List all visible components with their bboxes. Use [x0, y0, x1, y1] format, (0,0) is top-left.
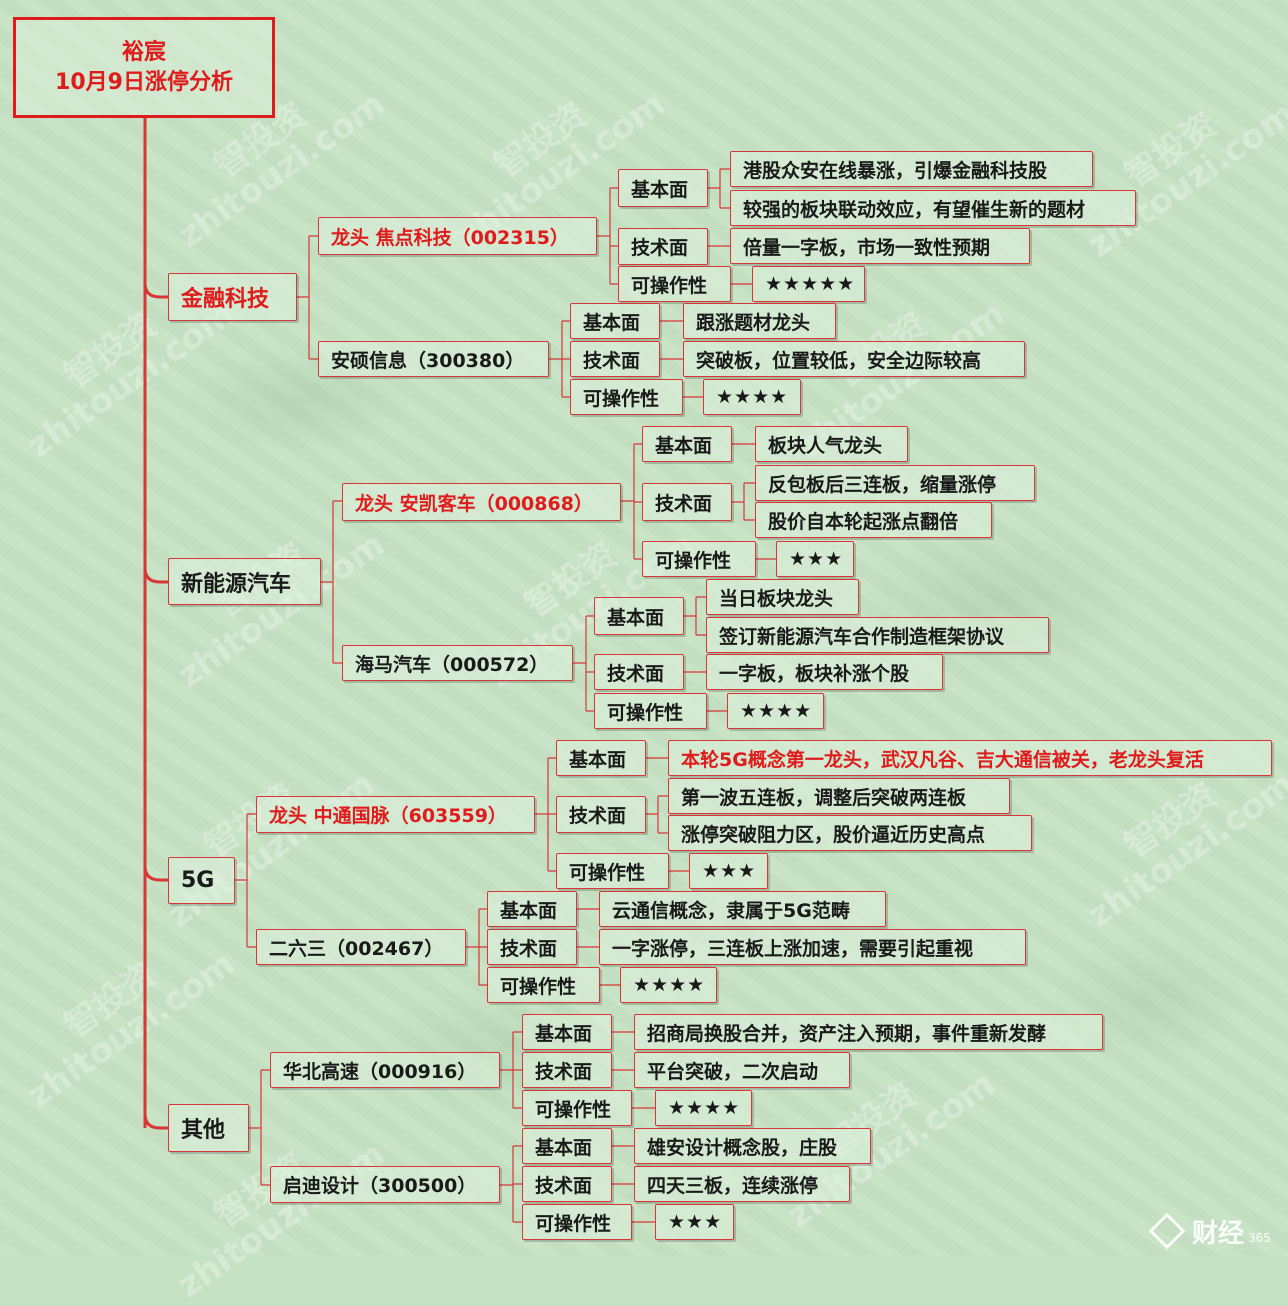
- label-technical: 技术面: [618, 228, 708, 265]
- title-line1: 裕宸: [121, 39, 166, 65]
- label-fundamental: 基本面: [642, 426, 732, 462]
- label-fundamental: 基本面: [487, 891, 577, 927]
- detail-text: 四天三板，连续涨停: [634, 1166, 850, 1202]
- detail-text: 反包板后三连板，缩量涨停: [755, 465, 1035, 501]
- connector-lines: [143, 118, 776, 1223]
- rating-stars: ★★★★: [620, 967, 717, 1003]
- rating-stars: ★★★: [689, 853, 768, 889]
- stock-name: 龙头 焦点科技（002315）: [318, 217, 597, 255]
- logo-subtext: 365: [1248, 1231, 1271, 1245]
- label-fundamental: 基本面: [570, 303, 660, 339]
- rating-stars: ★★★★: [727, 693, 824, 729]
- rating-stars: ★★★★★: [752, 266, 865, 302]
- detail-text: 本轮5G概念第一龙头，武汉凡谷、吉大通信被关，老龙头复活: [668, 740, 1272, 776]
- rating-stars: ★★★: [655, 1204, 734, 1240]
- rating-stars: ★★★★: [703, 379, 801, 415]
- label-operability: 可操作性: [570, 379, 683, 415]
- sector-new-energy-vehicles: 新能源汽车: [168, 558, 321, 605]
- stock-name: 龙头 中通国脉（603559）: [256, 796, 535, 833]
- label-fundamental: 基本面: [522, 1128, 612, 1164]
- label-fundamental: 基本面: [594, 597, 684, 635]
- label-operability: 可操作性: [556, 853, 669, 889]
- detail-text: 一字板，板块补涨个股: [706, 654, 943, 690]
- detail-text: 一字涨停，三连板上涨加速，需要引起重视: [599, 929, 1026, 965]
- label-technical: 技术面: [570, 341, 660, 377]
- sector-fintech: 金融科技: [168, 273, 297, 321]
- detail-text: 板块人气龙头: [755, 426, 908, 462]
- stock-name: 海马汽车（000572）: [342, 645, 573, 681]
- sector-other: 其他: [168, 1104, 249, 1152]
- detail-text: 平台突破，二次启动: [634, 1052, 850, 1088]
- label-technical: 技术面: [522, 1052, 612, 1088]
- detail-text: 涨停突破阻力区，股价逼近历史高点: [668, 815, 1032, 851]
- detail-text: 云通信概念，隶属于5G范畴: [599, 891, 886, 927]
- detail-text: 当日板块龙头: [706, 579, 859, 615]
- detail-text: 股价自本轮起涨点翻倍: [755, 502, 992, 538]
- detail-text: 招商局换股合并，资产注入预期，事件重新发酵: [634, 1014, 1103, 1050]
- detail-text: 雄安设计概念股，庄股: [634, 1128, 871, 1164]
- stock-name: 龙头 安凯客车（000868）: [342, 483, 621, 521]
- rating-stars: ★★★★: [655, 1090, 752, 1126]
- label-operability: 可操作性: [594, 693, 707, 729]
- label-technical: 技术面: [487, 929, 577, 965]
- sector-5g: 5G: [168, 857, 235, 904]
- label-fundamental: 基本面: [618, 169, 708, 207]
- label-technical: 技术面: [556, 796, 646, 833]
- logo-diamond-icon: [1148, 1212, 1186, 1250]
- label-technical: 技术面: [642, 483, 732, 521]
- detail-text: 跟涨题材龙头: [683, 303, 836, 339]
- detail-text: 港股众安在线暴涨，引爆金融科技股: [730, 151, 1093, 187]
- detail-text: 第一波五连板，调整后突破两连板: [668, 778, 1010, 814]
- label-technical: 技术面: [522, 1166, 612, 1202]
- stock-name: 二六三（002467）: [256, 929, 466, 965]
- label-fundamental: 基本面: [556, 740, 646, 776]
- label-operability: 可操作性: [618, 266, 731, 302]
- label-operability: 可操作性: [522, 1204, 632, 1240]
- stock-name: 启迪设计（300500）: [270, 1166, 500, 1203]
- label-technical: 技术面: [594, 654, 684, 690]
- label-fundamental: 基本面: [522, 1014, 612, 1050]
- logo-text: 财经: [1192, 1218, 1245, 1249]
- detail-text: 突破板，位置较低，安全边际较高: [683, 341, 1025, 377]
- title-line2: 10月9日涨停分析: [55, 69, 233, 95]
- detail-text: 较强的板块联动效应，有望催生新的题材: [730, 190, 1136, 226]
- detail-text: 签订新能源汽车合作制造框架协议: [706, 617, 1049, 653]
- root-title-box: 裕宸 10月9日涨停分析: [13, 17, 275, 118]
- stock-name: 华北高速（000916）: [270, 1052, 500, 1088]
- label-operability: 可操作性: [522, 1090, 632, 1126]
- label-operability: 可操作性: [487, 967, 600, 1003]
- rating-stars: ★★★: [776, 541, 854, 577]
- site-logo: 财经 365: [1148, 1206, 1288, 1256]
- label-operability: 可操作性: [642, 541, 756, 577]
- detail-text: 倍量一字板，市场一致性预期: [730, 228, 1030, 264]
- stock-name: 安硕信息（300380）: [318, 341, 549, 377]
